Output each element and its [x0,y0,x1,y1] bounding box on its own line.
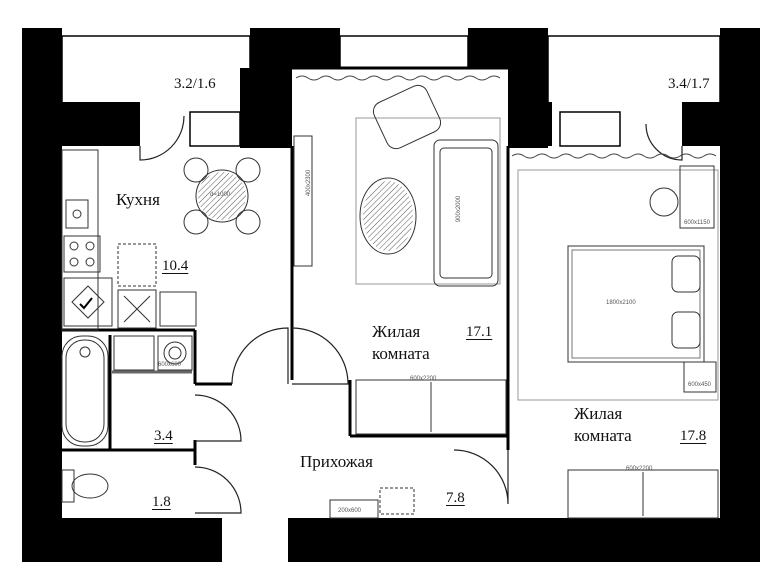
dishwasher-icon [117,289,157,329]
wall-top-right [720,28,760,102]
chair-icon [649,187,679,217]
bed-icon [567,245,705,363]
living2-furniture [517,165,719,519]
hall-shelf-dim: 200x600 [338,508,362,514]
washbasin-icon [113,335,155,371]
rug-2 [517,169,719,401]
wall-right [720,102,760,542]
doors [139,115,683,514]
toilet-area: 1.8 [152,494,171,510]
door-hall-living2 [453,449,509,505]
coffee-table-icon [359,177,417,255]
armchair-icon [372,84,442,150]
bed-dim: 1800x2100 [606,300,636,306]
window-right-room [559,111,621,147]
bathtub-icon [61,335,109,447]
bathroom-fixtures [61,335,193,503]
kitchen-furniture [61,149,261,331]
dresser-living2 [567,469,719,519]
table-dim: d=1000 [210,192,231,198]
washer-dim: 600x600 [158,362,182,368]
walls [22,28,760,562]
cabinet-small-dim: 600x450 [688,382,712,388]
wall-top-mid-left [250,28,340,68]
living2-name-line2: комната [574,426,632,445]
pillow-2 [671,311,701,349]
balcony-left-area: 3.2/1.6 [174,76,216,92]
window-top-center [339,35,469,69]
cabinet-small [683,361,717,393]
kitchen-area: 10.4 [162,258,189,274]
wall-left [22,102,62,542]
bathroom-area: 3.4 [154,428,173,444]
dresser1-dim: 600x2200 [410,376,437,382]
cabinet-right-dim: 600x1150 [684,220,710,226]
living1-area: 17.1 [466,324,493,340]
door-hall-kitchen [231,327,289,385]
living2-name-line1: Жилая [574,404,623,423]
balcony-right-outline [547,35,721,102]
dresser-living1 [355,379,507,435]
rug [355,117,501,285]
toilet-icon [71,473,109,499]
pillow-1 [671,255,701,293]
living1-furniture [293,84,507,435]
door-toilet [194,466,242,514]
hallway-name: Прихожая [300,452,373,471]
wall-kitchen-top-left [22,102,140,146]
door-right-balcony [645,123,683,161]
balcony-right-area: 3.4/1.7 [668,76,710,92]
wardrobe-dim: 400x2300 [306,169,313,197]
dining-table-icon [195,169,249,223]
balconies [61,35,721,147]
wall-pillar-left [240,68,292,148]
wall-right-room-top-left [508,102,552,146]
kitchen-counter [61,149,99,331]
kitchen-sink-icon [65,199,89,229]
living1-name-line2: комната [372,344,430,363]
hall-furniture [329,487,415,519]
hall-pouf [379,487,415,515]
wall-top-left [22,28,62,102]
door-kitchen-balcony [139,115,185,161]
sofa-dim: 900x2000 [456,195,463,223]
cabinet-right [679,165,715,229]
dresser2-dim: 600x2200 [626,466,653,472]
hall-shelf [329,499,379,519]
living2-area: 17.8 [680,428,707,444]
fridge-placeholder [117,243,157,287]
wardrobe-living1 [293,135,313,267]
hallway-area: 7.8 [446,490,465,506]
kitchen-corner-cabinet [63,277,113,327]
window-kitchen [189,111,241,147]
door-hall-living1 [291,327,349,385]
stove-icon [63,235,101,273]
curtains [295,75,717,159]
sofa-icon [433,139,499,287]
living1-name-line1: Жилая [372,322,421,341]
wall-top-mid-right [468,28,548,68]
wall-bottom-left [22,518,222,562]
door-bathroom [194,394,242,442]
wall-bottom-right [288,518,760,562]
washing-machine-icon [157,335,193,371]
kitchen-name: Кухня [116,190,160,209]
interior-walls [62,66,510,465]
oven-icon [159,291,197,327]
balcony-left-outline [61,35,251,102]
